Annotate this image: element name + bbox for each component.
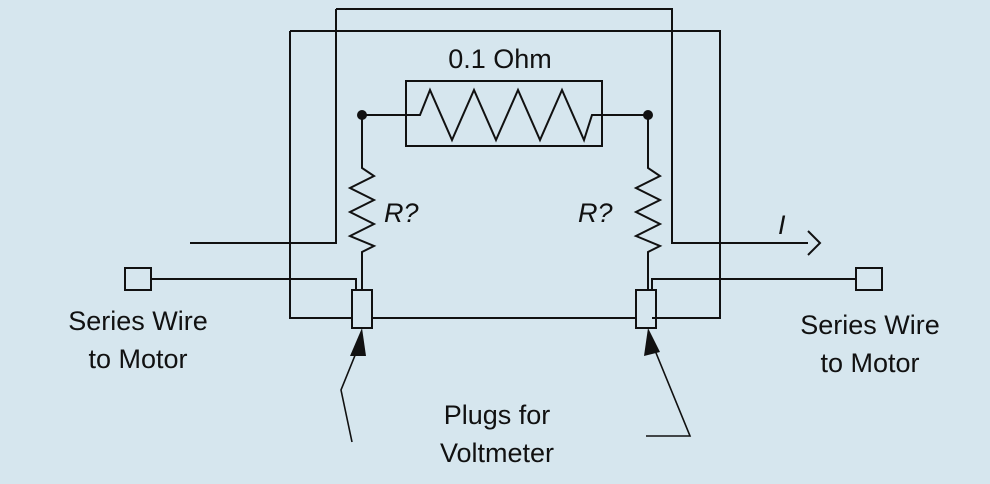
left-plug-arrowhead [350, 328, 366, 356]
left-sense-resistor [347, 162, 377, 290]
shunt-resistor-zigzag [406, 87, 602, 143]
left-wire-label-line1: Series Wire [68, 306, 208, 336]
current-label: I [778, 210, 786, 240]
left-resistor-label: R? [384, 198, 419, 228]
inner-frame-top [190, 8, 808, 244]
current-arrow-head [807, 230, 822, 256]
right-sense-wire [602, 114, 649, 162]
left-sense-wire [361, 114, 406, 162]
left-wire-terminal[interactable] [124, 267, 152, 291]
left-series-wire [151, 278, 357, 290]
right-junction-dot [643, 110, 653, 120]
outer-frame-large [289, 30, 721, 319]
right-series-wire [651, 278, 856, 290]
left-plug-leader [340, 347, 359, 443]
right-plug-arrowhead [644, 328, 660, 356]
plugs-label-line1: Plugs for [444, 400, 551, 430]
right-wire-label-line1: Series Wire [800, 310, 940, 340]
left-voltmeter-plug[interactable] [351, 289, 373, 329]
right-wire-label-line2: to Motor [820, 348, 919, 378]
left-junction-dot [357, 110, 367, 120]
left-wire-label-line2: to Motor [88, 344, 187, 374]
right-voltmeter-plug[interactable] [635, 289, 657, 329]
plugs-label-line2: Voltmeter [440, 438, 554, 468]
right-wire-terminal[interactable] [855, 267, 883, 291]
right-resistor-label: R? [578, 198, 613, 228]
shunt-resistor-box [405, 80, 603, 147]
right-sense-resistor [633, 162, 663, 290]
right-plug-leader [646, 347, 692, 437]
shunt-value-label: 0.1 Ohm [448, 44, 552, 74]
